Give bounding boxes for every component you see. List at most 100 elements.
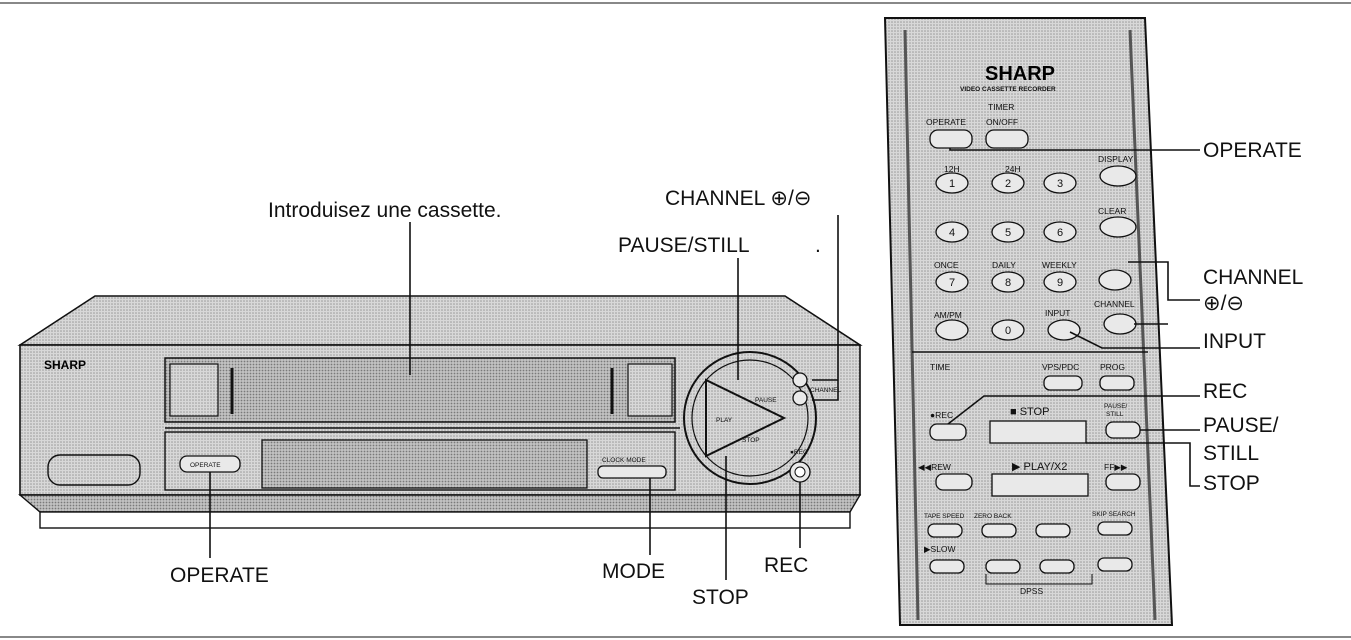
label-operate: OPERATE xyxy=(170,564,269,587)
channel-down-button[interactable] xyxy=(792,390,808,406)
remote-button-9[interactable] xyxy=(1043,271,1077,293)
stop-label: STOP xyxy=(742,437,760,444)
remote-button-4[interactable] xyxy=(935,221,969,243)
remote-input-button[interactable] xyxy=(1047,319,1081,341)
remote-edge-left xyxy=(903,29,920,621)
stop-btn-label: ■ STOP xyxy=(1010,406,1049,418)
rec-label: ●REC xyxy=(930,410,953,420)
remote-label-operate: OPERATE xyxy=(1203,139,1302,162)
ampm-label: AM/PM xyxy=(934,310,962,320)
remote-button-3[interactable] xyxy=(1043,172,1077,194)
clear-label: CLEAR xyxy=(1098,206,1126,216)
remote-button-5[interactable] xyxy=(991,221,1025,243)
remote-button-6[interactable] xyxy=(1043,221,1077,243)
remote-play-button[interactable] xyxy=(991,473,1089,497)
channel-up-button[interactable] xyxy=(792,372,808,388)
pause-btn-label2: STILL xyxy=(1106,411,1124,418)
remote-skip-search-button[interactable] xyxy=(1097,521,1133,536)
leader-remote-stop xyxy=(1086,442,1200,487)
remote-pause-button[interactable] xyxy=(1105,421,1141,439)
remote-button-6-label: 6 xyxy=(1057,227,1063,239)
vcr-callouts: Introduisez une cassette. CHANNEL ⊕/⊖ PA… xyxy=(170,187,839,609)
leader-remote-input xyxy=(1069,331,1200,349)
h12-label: 12H xyxy=(944,164,960,174)
rew-label: ◀◀REW xyxy=(918,462,951,472)
remote-button-1[interactable] xyxy=(935,172,969,194)
remote-counter-button[interactable] xyxy=(1035,523,1071,538)
operate-label: OPERATE xyxy=(926,117,966,127)
label-channel: CHANNEL ⊕/⊖ xyxy=(665,187,811,210)
skip-search-label: SKIP SEARCH xyxy=(1092,511,1136,518)
input-label: INPUT xyxy=(1045,308,1071,318)
label-mode: MODE xyxy=(602,560,665,583)
remote-dpss-plus-button[interactable] xyxy=(1039,559,1075,574)
remote-brand: SHARP xyxy=(985,63,1055,85)
remote-button-3-label: 3 xyxy=(1057,178,1063,190)
timer-onoff-label: ON/OFF xyxy=(986,117,1018,127)
remote-vps-button[interactable] xyxy=(1043,375,1083,391)
remote-label-still: STILL xyxy=(1203,442,1259,465)
remote-prog-button[interactable] xyxy=(1099,375,1135,391)
remote-label-channel: CHANNEL xyxy=(1203,266,1303,289)
slow-label: ▶SLOW xyxy=(924,544,956,554)
operate-button-label: OPERATE xyxy=(190,462,221,469)
remote-ampm-button[interactable] xyxy=(935,319,969,341)
h24-label: 24H xyxy=(1005,164,1021,174)
remote-label-input: INPUT xyxy=(1203,330,1266,353)
remote-tape-speed-button[interactable] xyxy=(927,523,963,538)
display-window xyxy=(47,454,141,486)
remote-operate-button[interactable] xyxy=(929,129,973,149)
tape-speed-label: TAPE SPEED xyxy=(924,513,965,520)
cassette-slot[interactable] xyxy=(164,357,676,423)
play-button[interactable] xyxy=(705,378,787,458)
remote-label-stop: STOP xyxy=(1203,472,1260,495)
remote-button-5-label: 5 xyxy=(1005,227,1011,239)
leader-remote-channel xyxy=(1128,261,1200,301)
mode-button[interactable] xyxy=(597,465,667,479)
display-label: DISPLAY xyxy=(1098,154,1134,164)
rec-button-inner xyxy=(794,466,806,478)
remote-extra-button[interactable] xyxy=(1097,557,1133,572)
label-stop: STOP xyxy=(692,586,749,609)
channel-btn-label: CHANNEL xyxy=(1094,299,1135,309)
remote-button-0[interactable] xyxy=(991,319,1025,341)
remote-dpss-minus-button[interactable] xyxy=(985,559,1021,574)
pause-btn-label: PAUSE/ xyxy=(1104,403,1128,410)
remote-display-button[interactable] xyxy=(1099,165,1137,187)
remote-clear-button[interactable] xyxy=(1099,216,1137,238)
remote-control: SHARP VIDEO CASSETTE RECORDER TIMER OPER… xyxy=(883,17,1174,626)
remote-subtitle: VIDEO CASSETTE RECORDER xyxy=(960,86,1056,93)
label-pause-still: PAUSE/STILL xyxy=(618,234,750,257)
remote-zero-back-button[interactable] xyxy=(981,523,1017,538)
vcr-brand: SHARP xyxy=(44,358,86,372)
remote-stop-button[interactable] xyxy=(989,420,1087,444)
remote-body xyxy=(883,17,1174,626)
leader-remote-operate xyxy=(949,148,1200,151)
remote-button-8-label: 8 xyxy=(1005,277,1011,289)
remote-label-rec: REC xyxy=(1203,380,1247,403)
remote-button-7[interactable] xyxy=(935,271,969,293)
timer-label: TIMER xyxy=(988,102,1014,112)
daily-label: DAILY xyxy=(992,260,1016,270)
remote-ff-button[interactable] xyxy=(1105,473,1141,491)
vps-label: VPS/PDC xyxy=(1042,362,1079,372)
remote-rec-button[interactable] xyxy=(929,423,967,441)
remote-callouts: OPERATE CHANNEL ⊕/⊖ INPUT REC PAUSE/ STI… xyxy=(947,139,1303,495)
remote-channel-down-button[interactable] xyxy=(1103,313,1137,335)
remote-button-2[interactable] xyxy=(991,172,1025,194)
remote-button-0-label: 0 xyxy=(1005,325,1011,337)
remote-button-2-label: 2 xyxy=(1005,178,1011,190)
remote-timer-button[interactable] xyxy=(985,129,1029,149)
remote-button-9-label: 9 xyxy=(1057,277,1063,289)
remote-button-8[interactable] xyxy=(991,271,1025,293)
leader-channel xyxy=(812,215,839,401)
remote-rew-button[interactable] xyxy=(935,473,973,491)
vcr-top xyxy=(17,295,863,346)
time-label: TIME xyxy=(930,362,951,372)
label-cassette: Introduisez une cassette. xyxy=(268,199,501,222)
remote-channel-up-button[interactable] xyxy=(1098,269,1132,291)
remote-slow-button[interactable] xyxy=(929,559,965,574)
weekly-label: WEEKLY xyxy=(1042,260,1077,270)
